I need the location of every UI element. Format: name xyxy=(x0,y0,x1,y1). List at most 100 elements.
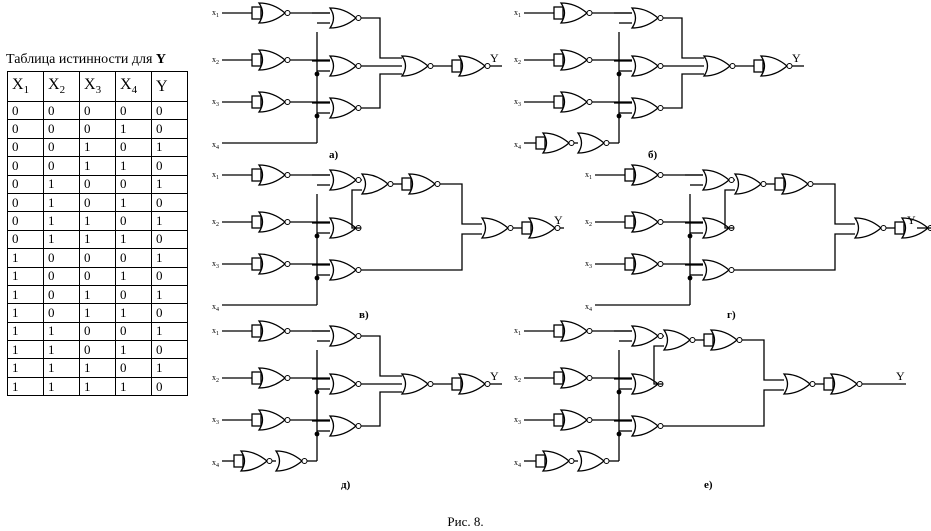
input-box xyxy=(251,168,262,182)
input-box xyxy=(624,168,635,182)
input-label-x3: x3 xyxy=(585,259,592,270)
nor-gate xyxy=(257,49,287,71)
nor-gate xyxy=(257,211,287,233)
nor-gate xyxy=(328,415,358,437)
inversion-bubble xyxy=(355,381,362,387)
input-box xyxy=(535,136,546,150)
input-box xyxy=(251,324,262,338)
inversion-bubble xyxy=(657,63,664,69)
nor-gate xyxy=(780,173,810,195)
schematic-caption: а) xyxy=(329,149,339,161)
nor-gate xyxy=(630,97,660,119)
nor-gate xyxy=(559,367,589,389)
output-label-y: Y xyxy=(792,51,801,65)
input-label-x1: x1 xyxy=(514,326,521,337)
input-subscript: 2 xyxy=(216,60,219,66)
nor-gate xyxy=(630,325,660,347)
schematic-caption: г) xyxy=(727,309,736,321)
input-box xyxy=(401,177,412,191)
input-box xyxy=(703,333,714,347)
inversion-bubble xyxy=(807,181,814,187)
nor-gate xyxy=(257,164,287,186)
nor-gate xyxy=(480,217,510,239)
inversion-bubble xyxy=(736,337,743,343)
schematic-caption: е) xyxy=(704,479,713,491)
wire xyxy=(663,389,784,427)
input-label-x4: x4 xyxy=(514,458,521,469)
junction-dot xyxy=(314,113,320,119)
table-cell: 0 xyxy=(151,340,188,360)
table-cell: 0 xyxy=(151,303,188,323)
inversion-bubble xyxy=(284,99,291,105)
nor-gate xyxy=(759,55,789,77)
column-header-2: X2 xyxy=(43,71,80,102)
input-label-x4: x4 xyxy=(585,302,592,313)
wire xyxy=(361,335,402,377)
schematic-caption: в) xyxy=(359,309,369,321)
junction-dot xyxy=(616,71,622,77)
nor-gate xyxy=(559,409,589,431)
table-cell: 1 xyxy=(151,284,188,305)
input-subscript: 3 xyxy=(589,264,592,270)
input-box xyxy=(535,454,546,468)
input-box xyxy=(553,95,564,109)
input-box xyxy=(624,215,635,229)
junction-dot xyxy=(616,431,622,437)
wire xyxy=(653,345,664,385)
column-header-1: X1 xyxy=(7,71,44,102)
input-box xyxy=(553,53,564,67)
input-label-x2: x2 xyxy=(212,373,219,384)
input-label-x3: x3 xyxy=(212,259,219,270)
junction-dot xyxy=(687,233,693,239)
nor-gate xyxy=(733,173,763,195)
output-label-y: Y xyxy=(554,213,563,227)
junction-dot xyxy=(687,275,693,281)
wire xyxy=(361,17,402,59)
input-label-x4: x4 xyxy=(212,302,219,313)
nor-gate xyxy=(559,2,589,24)
nor-gate xyxy=(576,132,606,154)
nor-gate xyxy=(257,91,287,113)
inversion-bubble xyxy=(657,105,664,111)
nor-gate xyxy=(630,253,660,275)
input-label-x4: x4 xyxy=(514,140,521,151)
nor-gate xyxy=(328,325,358,347)
wire xyxy=(663,17,704,59)
wire xyxy=(734,233,855,271)
junction-dot xyxy=(314,71,320,77)
input-box xyxy=(451,377,462,391)
input-box xyxy=(823,377,834,391)
input-subscript: 4 xyxy=(518,463,521,469)
input-label-x4: x4 xyxy=(212,140,219,151)
input-subscript: 3 xyxy=(216,420,219,426)
input-subscript: 4 xyxy=(589,307,592,313)
nor-gate xyxy=(257,253,287,275)
inversion-bubble xyxy=(880,225,887,231)
inversion-bubble xyxy=(507,225,514,231)
input-box xyxy=(251,6,262,20)
input-subscript: 3 xyxy=(216,102,219,108)
input-box xyxy=(553,371,564,385)
nor-gate xyxy=(853,217,883,239)
input-subscript: 1 xyxy=(518,13,521,19)
input-box xyxy=(251,53,262,67)
inversion-bubble xyxy=(809,381,816,387)
figure-caption: Рис. 8. xyxy=(447,514,484,529)
inversion-bubble xyxy=(657,219,664,225)
nor-gate xyxy=(559,49,589,71)
input-subscript: 1 xyxy=(216,13,219,19)
inversion-bubble xyxy=(568,458,575,464)
output-label-y: Y xyxy=(896,369,905,383)
input-label-x3: x3 xyxy=(514,97,521,108)
table-cell: 1 xyxy=(151,137,188,158)
inversion-bubble xyxy=(657,423,664,429)
nor-gate xyxy=(559,320,589,342)
junction-dot xyxy=(314,389,320,395)
